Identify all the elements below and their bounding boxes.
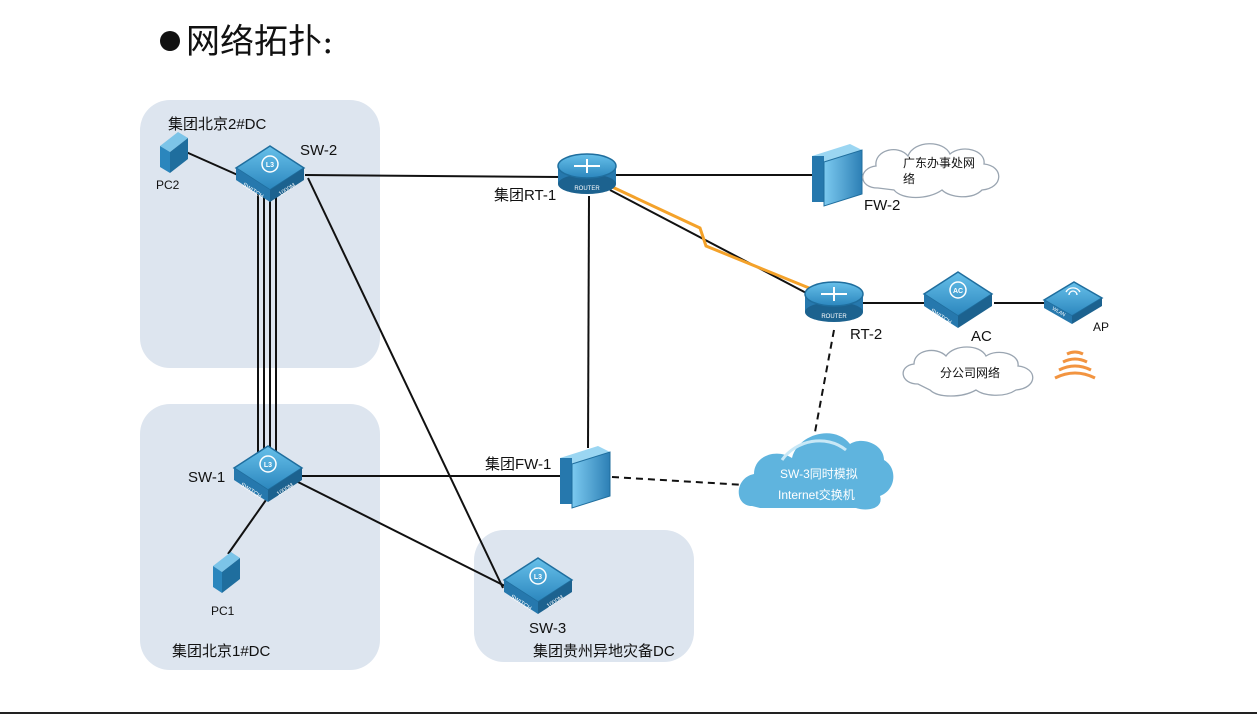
dashed-links: [611, 329, 835, 486]
sw2-switch[interactable]: L3 SWITCH 1000M: [234, 145, 306, 202]
page-title: 网络拓扑:: [160, 14, 333, 63]
label-rt1: 集团RT-1: [494, 187, 557, 204]
cloud-label-internet-line1: SW-3同时模拟: [780, 467, 858, 481]
zone-label-beijing-2: 集团北京2#DC: [168, 116, 267, 133]
cloud-label-internet-line2: Internet交换机: [778, 488, 855, 502]
cloud-label-branch: 分公司网络: [940, 366, 1001, 380]
sw3-switch[interactable]: L3 SWITCH 1000M: [502, 557, 574, 614]
cloud-label-guangdong-line1: 广东办事处网: [903, 156, 976, 170]
sw1-l3-text: L3: [264, 462, 272, 469]
label-pc1: PC1: [211, 604, 235, 618]
wifi-signal-icon: [1054, 350, 1096, 380]
zone-label-beijing-1: 集团北京1#DC: [172, 643, 271, 660]
guangdong-office-cloud: [862, 143, 1000, 199]
label-sw2: SW-2: [300, 142, 338, 159]
link-sw1-sw3: [295, 480, 506, 587]
link-rt1-rt2: [609, 189, 813, 297]
label-ap: AP: [1093, 320, 1110, 334]
zone-beijing-1-dc: [140, 404, 380, 670]
internet-cloud: [738, 433, 894, 510]
sw3-l3-text: L3: [534, 574, 542, 581]
cloud-label-guangdong-line2: 络: [903, 172, 916, 186]
zone-label-guizhou: 集团贵州异地灾备DC: [533, 643, 675, 660]
label-fw2: FW-2: [864, 197, 901, 214]
sw2-l3-text: L3: [266, 162, 274, 169]
pc1-device[interactable]: [213, 552, 240, 593]
rt2-router[interactable]: ROUTER: [804, 281, 864, 322]
link-pc2-sw2: [185, 151, 241, 177]
label-sw3: SW-3: [529, 620, 567, 637]
rt1-router[interactable]: ROUTER: [557, 153, 617, 194]
bottom-divider: [0, 712, 1257, 714]
links: [185, 151, 1046, 589]
label-fw1: 集团FW-1: [485, 456, 552, 473]
ac-device-text: AC: [953, 288, 963, 295]
sw1-switch[interactable]: L3 SWITCH 1000M: [232, 445, 304, 502]
label-rt2: RT-2: [850, 326, 883, 343]
label-ac: AC: [971, 328, 992, 345]
bullet-icon: [160, 31, 180, 51]
serial-link-lightning-icon: [607, 183, 815, 292]
fw2-firewall[interactable]: [812, 144, 863, 207]
ap-access-point[interactable]: WLAN: [1042, 281, 1104, 324]
link-sw1-pc1: [227, 499, 267, 555]
link-rt2-internet: [814, 329, 835, 433]
pc2-device[interactable]: [160, 132, 188, 173]
link-rt1-fw1: [587, 195, 590, 449]
label-sw1: SW-1: [188, 469, 226, 486]
label-pc2: PC2: [156, 178, 180, 192]
link-sw2-sw3: [307, 177, 504, 589]
fw1-firewall[interactable]: [560, 446, 611, 509]
ac-switch[interactable]: AC SWITCH: [922, 271, 994, 328]
rt1-router-text: ROUTER: [574, 186, 600, 192]
rt2-router-text: ROUTER: [821, 314, 847, 320]
branch-office-cloud: [902, 346, 1034, 397]
link-sw2-rt1: [304, 174, 561, 178]
link-fw1-internet: [611, 476, 746, 486]
